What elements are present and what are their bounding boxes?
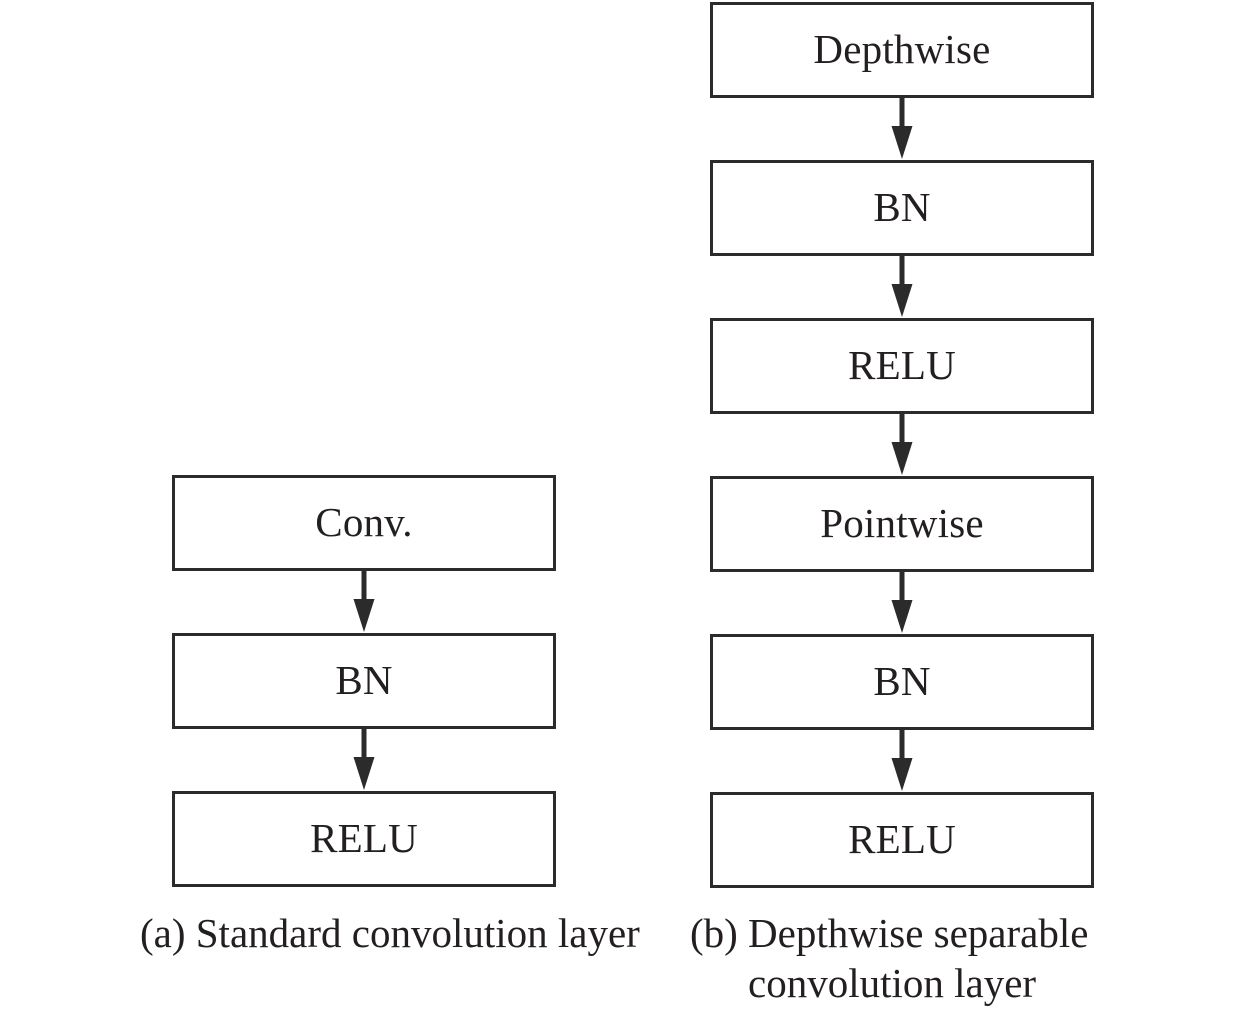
caption-depthwise-separable-convolution: (b) Depthwise separable convolution laye… <box>690 910 1089 1006</box>
block-depthwise[interactable]: Depthwise <box>710 2 1094 98</box>
arrow-bn-to-relu-1 <box>351 729 377 791</box>
block-pointwise[interactable]: Pointwise <box>710 476 1094 572</box>
block-relu-2-label: RELU <box>848 341 956 388</box>
block-relu-1[interactable]: RELU <box>172 791 556 887</box>
arrow-depthwise-to-bn <box>889 98 915 160</box>
arrow-bn-to-relu-3 <box>889 730 915 792</box>
block-bn-1-label: BN <box>335 656 393 703</box>
block-bn-2[interactable]: BN <box>710 160 1094 256</box>
block-bn-2-label: BN <box>873 183 931 230</box>
block-relu-1-label: RELU <box>310 814 418 861</box>
arrow-relu-to-pointwise <box>889 414 915 476</box>
block-relu-3-label: RELU <box>848 815 956 862</box>
panel-depthwise-separable-convolution: Depthwise BN RELU Po <box>630 0 1260 1016</box>
arrow-pointwise-to-bn <box>889 572 915 634</box>
block-conv-label: Conv. <box>315 498 413 545</box>
block-bn-3-label: BN <box>873 657 931 704</box>
panel-standard-convolution: Conv. BN RELU (a) Standard convolution l… <box>140 475 640 956</box>
arrow-bn-to-relu-2 <box>889 256 915 318</box>
block-relu-2[interactable]: RELU <box>710 318 1094 414</box>
block-bn-1[interactable]: BN <box>172 633 556 729</box>
block-depthwise-label: Depthwise <box>813 25 991 72</box>
caption-standard-convolution: (a) Standard convolution layer <box>140 910 640 956</box>
block-pointwise-label: Pointwise <box>820 499 984 546</box>
block-conv[interactable]: Conv. <box>172 475 556 571</box>
block-bn-3[interactable]: BN <box>710 634 1094 730</box>
block-relu-3[interactable]: RELU <box>710 792 1094 888</box>
arrow-conv-to-bn <box>351 571 377 633</box>
